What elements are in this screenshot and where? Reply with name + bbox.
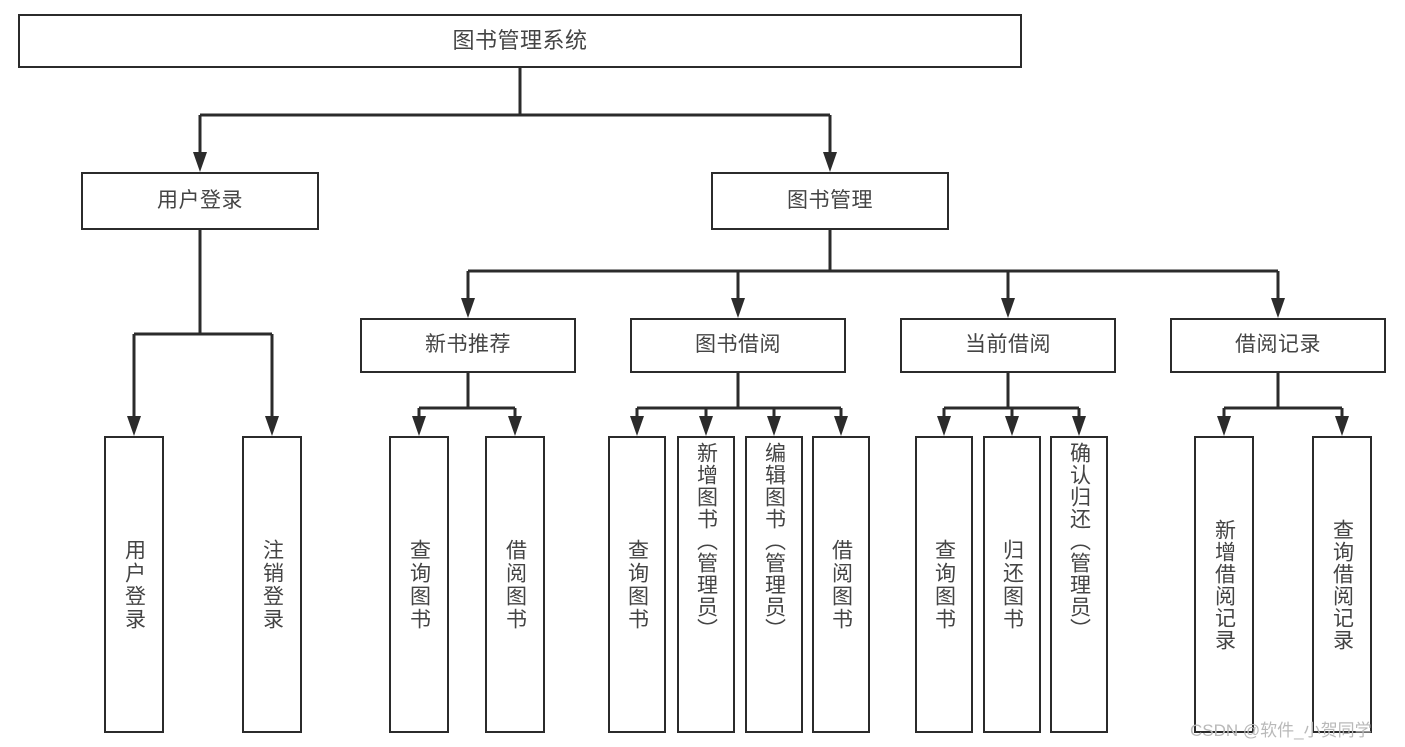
node-query-book-rec[interactable]: 查询图书 <box>389 436 449 733</box>
node-edit-book-admin-label: 编辑图书（管理员） <box>762 442 786 640</box>
node-borrow-record-label: 借阅记录 <box>1235 333 1321 357</box>
node-book-manage[interactable]: 图书管理 <box>711 172 949 230</box>
node-query-borrow-record-label: 查询借阅记录 <box>1330 518 1354 651</box>
node-confirm-return-admin-label: 确认归还（管理员） <box>1067 442 1091 640</box>
node-add-book-admin[interactable]: 新增图书（管理员） <box>677 436 735 733</box>
node-root[interactable]: 图书管理系统 <box>18 14 1022 68</box>
node-borrow-book-rec-label: 借阅图书 <box>503 538 527 631</box>
node-logout-leaf-label: 注销登录 <box>260 538 284 631</box>
node-borrow-record[interactable]: 借阅记录 <box>1170 318 1386 373</box>
node-return-book-label: 归还图书 <box>1000 538 1024 631</box>
node-borrow-book-borrow-label: 借阅图书 <box>829 538 853 631</box>
node-current-borrow[interactable]: 当前借阅 <box>900 318 1116 373</box>
node-book-borrow-label: 图书借阅 <box>695 333 781 357</box>
node-borrow-book-rec[interactable]: 借阅图书 <box>485 436 545 733</box>
node-query-book-borrow-label: 查询图书 <box>625 538 649 631</box>
node-book-manage-label: 图书管理 <box>787 188 873 212</box>
node-add-borrow-record[interactable]: 新增借阅记录 <box>1194 436 1254 733</box>
node-edit-book-admin[interactable]: 编辑图书（管理员） <box>745 436 803 733</box>
node-return-book[interactable]: 归还图书 <box>983 436 1041 733</box>
node-new-book-recommend[interactable]: 新书推荐 <box>360 318 576 373</box>
node-new-book-recommend-label: 新书推荐 <box>425 333 511 357</box>
node-add-borrow-record-label: 新增借阅记录 <box>1212 518 1236 651</box>
node-user-login-label: 用户登录 <box>157 188 243 212</box>
node-current-borrow-label: 当前借阅 <box>965 333 1051 357</box>
node-user-login-leaf-label: 用户登录 <box>122 538 146 631</box>
node-query-book-borrow[interactable]: 查询图书 <box>608 436 666 733</box>
node-query-book-rec-label: 查询图书 <box>407 538 431 631</box>
node-confirm-return-admin[interactable]: 确认归还（管理员） <box>1050 436 1108 733</box>
node-user-login-leaf[interactable]: 用户登录 <box>104 436 164 733</box>
node-root-label: 图书管理系统 <box>452 28 588 54</box>
node-user-login[interactable]: 用户登录 <box>81 172 319 230</box>
node-book-borrow[interactable]: 图书借阅 <box>630 318 846 373</box>
node-query-book-current[interactable]: 查询图书 <box>915 436 973 733</box>
csdn-watermark: CSDN @软件_小贺同学 <box>1190 721 1372 740</box>
node-query-borrow-record[interactable]: 查询借阅记录 <box>1312 436 1372 733</box>
node-query-book-current-label: 查询图书 <box>932 538 956 631</box>
node-add-book-admin-label: 新增图书（管理员） <box>694 442 718 640</box>
node-borrow-book-borrow[interactable]: 借阅图书 <box>812 436 870 733</box>
node-logout-leaf[interactable]: 注销登录 <box>242 436 302 733</box>
